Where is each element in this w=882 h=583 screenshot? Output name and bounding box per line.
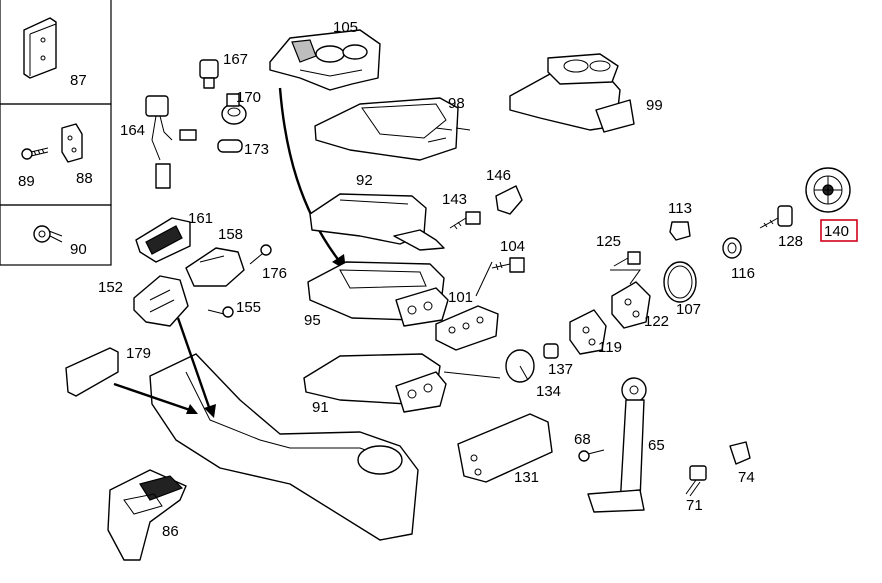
callout-105: 105 xyxy=(333,19,358,36)
part-107-ring[interactable] xyxy=(663,261,697,303)
part-152-ashtray-housing[interactable] xyxy=(133,275,189,327)
callout-92: 92 xyxy=(356,172,373,189)
callout-167: 167 xyxy=(223,51,248,68)
callout-68: 68 xyxy=(574,431,591,448)
part-179-cover[interactable] xyxy=(65,347,119,397)
part-101-switch-panel[interactable] xyxy=(435,305,499,351)
part-113-plug[interactable] xyxy=(669,221,691,241)
callout-90: 90 xyxy=(70,241,87,258)
callout-158: 158 xyxy=(218,226,243,243)
callout-101: 101 xyxy=(448,289,473,306)
callouts: 87 89 88 90 105 167 170 164 173 98 99 92… xyxy=(18,19,858,540)
part-116-ring[interactable] xyxy=(722,237,742,259)
part-98-console-cover[interactable] xyxy=(314,97,471,161)
callout-170: 170 xyxy=(236,89,261,106)
callout-161: 161 xyxy=(188,210,213,227)
part-137-plug[interactable] xyxy=(543,343,559,359)
callout-116: 116 xyxy=(731,265,755,282)
part-119-switch-plate[interactable] xyxy=(569,309,607,355)
callout-107: 107 xyxy=(676,301,701,318)
callout-113: 113 xyxy=(668,200,692,217)
callout-125: 125 xyxy=(596,233,621,250)
callout-131: 131 xyxy=(514,469,539,486)
part-161-ashtray-insert[interactable] xyxy=(135,217,191,263)
part-128-screw[interactable] xyxy=(759,205,793,229)
callout-98: 98 xyxy=(448,95,465,112)
part-146-cap[interactable] xyxy=(495,185,523,215)
part-99-armrest-assembly[interactable] xyxy=(509,53,635,133)
callout-143: 143 xyxy=(442,191,467,208)
part-91-storage-compartment[interactable] xyxy=(303,353,501,413)
part-140-knob[interactable] xyxy=(805,167,851,213)
callout-128: 128 xyxy=(778,233,803,250)
callout-87: 87 xyxy=(70,72,87,89)
callout-71: 71 xyxy=(686,497,703,514)
callout-74: 74 xyxy=(738,469,755,486)
callout-122: 122 xyxy=(644,313,669,330)
callout-95: 95 xyxy=(304,312,321,329)
part-158-bracket[interactable] xyxy=(185,247,245,287)
part-122-switch-plate[interactable] xyxy=(611,281,651,329)
callout-134: 134 xyxy=(536,383,561,400)
callout-91: 91 xyxy=(312,399,329,416)
part-104-bolt[interactable] xyxy=(475,257,525,297)
part-88-clip[interactable] xyxy=(61,123,83,163)
part-176-screw[interactable] xyxy=(249,244,272,265)
callout-155: 155 xyxy=(236,299,261,316)
part-90-nut[interactable] xyxy=(33,225,63,243)
callout-119: 119 xyxy=(598,339,622,356)
inset-box-90 xyxy=(0,204,112,266)
part-74-clip[interactable] xyxy=(729,441,751,465)
inset-box-88-89 xyxy=(0,103,112,206)
part-164-socket-harness[interactable] xyxy=(145,95,197,189)
highlight-box-140 xyxy=(820,219,858,242)
part-68-screw[interactable] xyxy=(578,449,605,462)
part-65-bracket[interactable] xyxy=(587,377,647,513)
part-167-lighter[interactable] xyxy=(199,59,219,89)
part-92-cover-plate[interactable] xyxy=(309,193,445,251)
callout-88: 88 xyxy=(76,170,93,187)
callout-99: 99 xyxy=(646,97,663,114)
callout-152: 152 xyxy=(98,279,123,296)
callout-176: 176 xyxy=(262,265,287,282)
part-105-cupholder-insert[interactable] xyxy=(269,29,381,91)
main-console-body xyxy=(149,353,419,541)
part-125-screw[interactable] xyxy=(610,251,641,285)
part-86-trim-panel[interactable] xyxy=(107,469,187,561)
callout-164: 164 xyxy=(120,122,145,139)
part-87-bracket[interactable] xyxy=(23,17,57,79)
part-71-bolt[interactable] xyxy=(685,465,707,497)
part-89-screw[interactable] xyxy=(21,147,49,160)
callout-89: 89 xyxy=(18,173,35,190)
inset-boxes xyxy=(0,0,112,266)
callout-86: 86 xyxy=(162,523,179,540)
callout-173: 173 xyxy=(244,141,269,158)
part-173-bulb[interactable] xyxy=(217,139,243,153)
callout-140[interactable]: 140 xyxy=(824,223,849,240)
assembly-arrows-lower xyxy=(113,317,216,418)
part-170-grommet[interactable] xyxy=(221,93,247,125)
part-95-console-frame[interactable] xyxy=(307,261,449,327)
part-134-disc[interactable] xyxy=(505,349,535,383)
callout-146: 146 xyxy=(486,167,511,184)
part-155-screw[interactable] xyxy=(207,306,234,318)
callout-179: 179 xyxy=(126,345,151,362)
part-131-module[interactable] xyxy=(457,413,553,483)
callout-65: 65 xyxy=(648,437,665,454)
callout-104: 104 xyxy=(500,238,525,255)
callout-137: 137 xyxy=(548,361,573,378)
part-143-bolt[interactable] xyxy=(449,211,481,230)
